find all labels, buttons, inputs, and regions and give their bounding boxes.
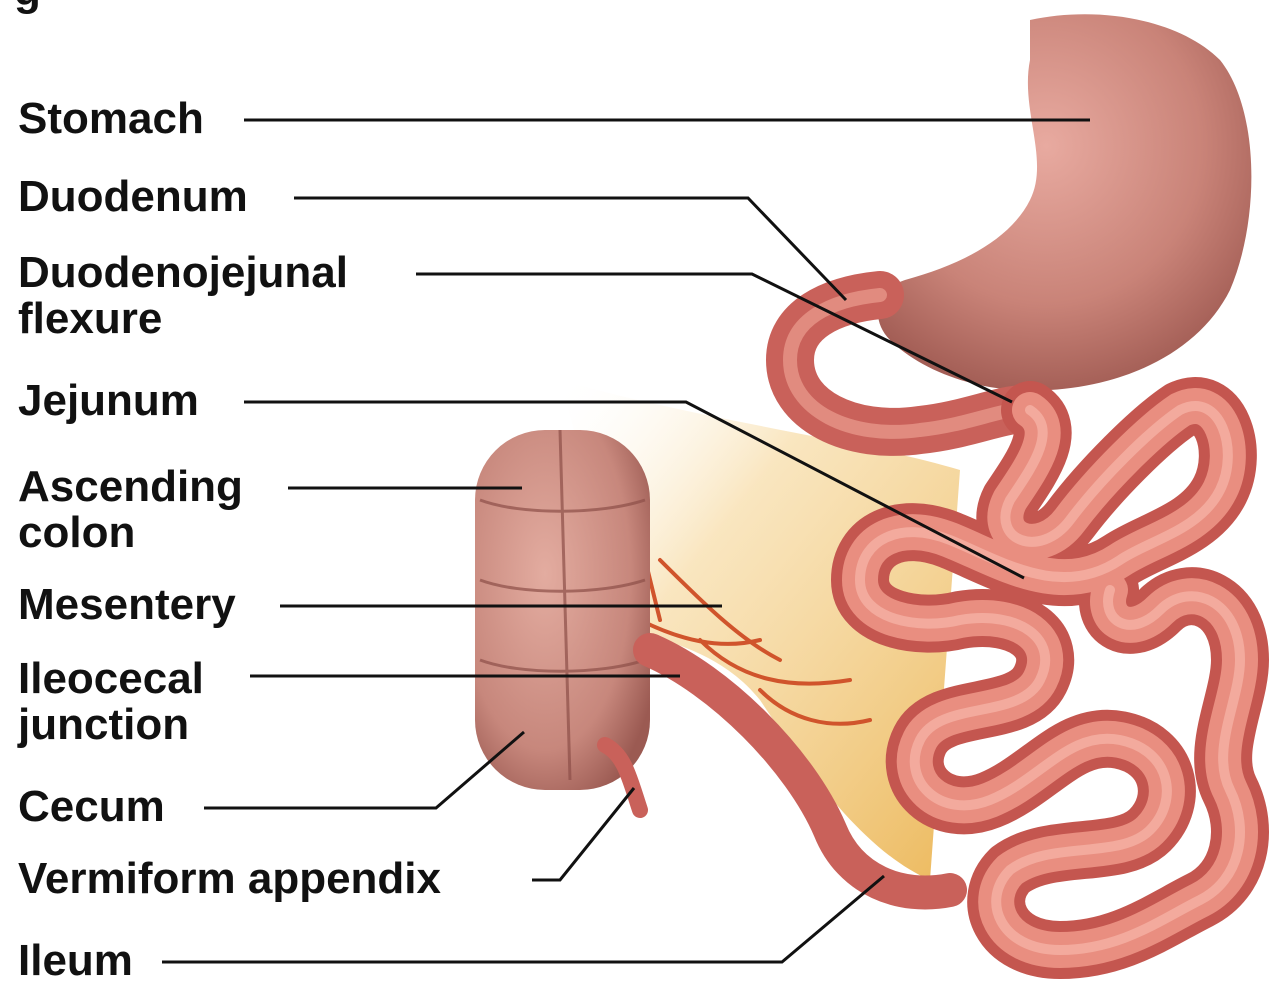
label-duodenojejunal-line1: Duodenojejunal (18, 250, 348, 296)
label-ascending-line2: colon (18, 510, 243, 556)
label-mesentery: Mesentery (18, 582, 236, 628)
label-cecum: Cecum (18, 784, 165, 830)
ascending-colon (475, 430, 650, 790)
label-ascending-line1: Ascending (18, 464, 243, 510)
label-duodenojejunal-flexure: Duodenojejunal flexure (18, 250, 348, 342)
label-jejunum: Jejunum (18, 378, 199, 424)
label-duodenojejunal-line2: flexure (18, 296, 348, 342)
stomach (878, 14, 1251, 390)
label-vermiform-appendix: Vermiform appendix (18, 856, 441, 902)
label-ileocecal-junction: Ileocecal junction (18, 656, 204, 748)
label-ileocecal-line2: junction (18, 702, 204, 748)
label-ileocecal-line1: Ileocecal (18, 656, 204, 702)
leader-cecum (204, 732, 524, 808)
label-ileum: Ileum (18, 938, 133, 984)
label-duodenum: Duodenum (18, 174, 248, 220)
label-stomach: Stomach (18, 96, 204, 142)
leader-duodenum (294, 198, 846, 300)
leader-appendix (532, 788, 634, 880)
label-ascending-colon: Ascending colon (18, 464, 243, 556)
